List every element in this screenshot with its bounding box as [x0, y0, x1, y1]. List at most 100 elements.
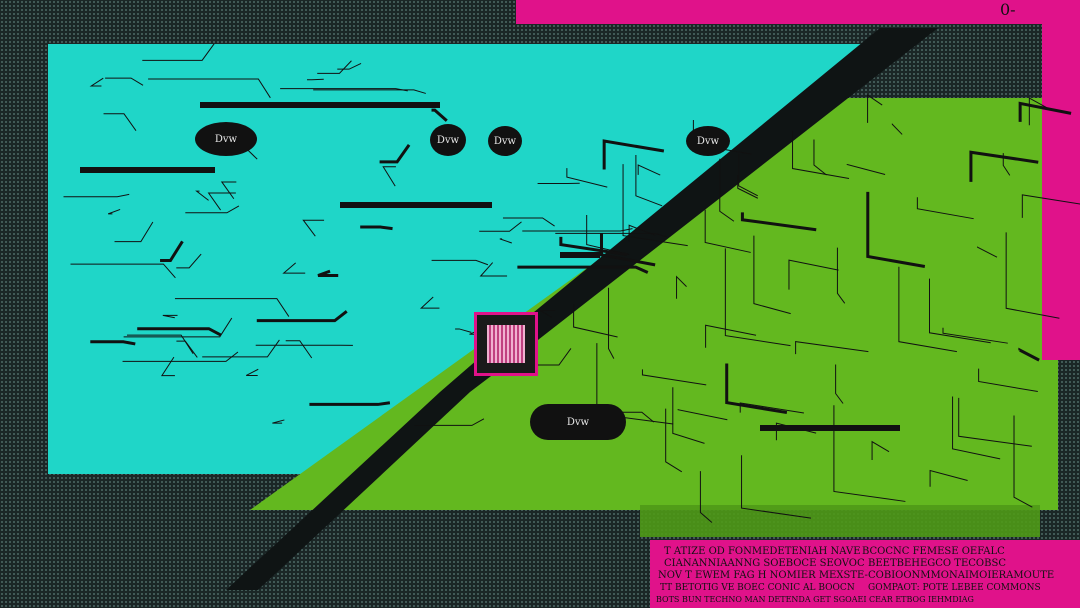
trace — [1028, 97, 1048, 126]
trace — [1018, 347, 1040, 362]
trace — [741, 455, 812, 519]
trace — [502, 217, 555, 227]
trace — [272, 419, 285, 424]
trace — [1021, 194, 1080, 218]
trace — [676, 275, 687, 299]
trace — [635, 155, 663, 207]
trace — [788, 259, 839, 290]
trace — [942, 327, 1008, 344]
trace — [123, 317, 233, 338]
trace — [142, 43, 215, 61]
trace — [162, 314, 178, 319]
trace — [672, 387, 705, 444]
trace — [313, 89, 426, 94]
trace — [867, 94, 883, 123]
bottom-label-3a: NOV T EWEM FAG H NOMIER MEXSTE- — [658, 570, 868, 581]
trace — [866, 191, 926, 268]
trace — [891, 123, 903, 135]
magenta-bottom-block — [650, 540, 1080, 608]
trace — [107, 208, 121, 215]
trace — [599, 232, 656, 267]
node-top-left: Dvw — [195, 122, 257, 156]
trace — [725, 363, 788, 415]
bottom-label-4b: GOMPAOT: POTE LEBEE COMMONS — [868, 583, 1041, 593]
trace — [522, 228, 633, 232]
trace — [1005, 232, 1060, 319]
trace — [898, 266, 957, 353]
trace — [929, 469, 968, 487]
bottom-label-4a: TT BETOTIG VE BOEC CONIC AL BOOCN — [660, 583, 855, 593]
trace — [207, 192, 236, 211]
trace — [517, 265, 649, 274]
node-top-center-a: Dvw — [430, 124, 466, 156]
trace — [622, 164, 688, 247]
trace — [148, 78, 271, 99]
trace — [705, 324, 757, 348]
trace — [704, 209, 751, 253]
trace — [724, 248, 791, 347]
trace — [602, 139, 665, 170]
trace — [256, 310, 348, 323]
trace — [105, 77, 144, 86]
trace — [958, 397, 1032, 447]
bottom-label-2a: CIANANNIAANNG SOEBOCE SEOVOC — [664, 558, 865, 569]
top-right-label: 0- — [1000, 1, 1016, 19]
trace — [360, 225, 393, 231]
trace — [677, 409, 728, 421]
trace — [122, 351, 239, 362]
bottom-label-1b: BCOCNC FEMESE OEFALC — [862, 546, 1005, 557]
trace — [302, 219, 325, 237]
trace — [431, 259, 489, 266]
trace — [871, 440, 890, 461]
trace — [103, 113, 137, 131]
trace — [455, 328, 472, 333]
trace — [174, 298, 290, 317]
trace — [573, 303, 618, 338]
trace — [916, 197, 974, 220]
trace — [835, 364, 844, 404]
trace — [285, 340, 313, 359]
trace — [195, 190, 209, 201]
trace — [792, 130, 850, 180]
trace — [160, 356, 175, 377]
trace — [665, 408, 683, 473]
trace — [280, 88, 408, 92]
trace — [566, 168, 608, 188]
trace — [317, 60, 352, 74]
trace — [977, 246, 998, 258]
trace — [382, 166, 396, 187]
magenta-top-bar — [516, 0, 1080, 24]
trace — [1018, 101, 1072, 122]
trace — [795, 341, 869, 355]
chip-core — [487, 325, 525, 363]
trace — [127, 334, 194, 354]
trace — [555, 232, 667, 238]
trace — [317, 269, 339, 278]
trace — [737, 175, 759, 199]
trace — [1013, 415, 1033, 508]
trace — [538, 309, 556, 318]
trace — [379, 144, 411, 164]
trace — [952, 396, 1001, 460]
trace — [479, 262, 508, 277]
trace — [90, 340, 136, 346]
magenta-right-column — [1042, 0, 1080, 360]
trace — [753, 235, 791, 315]
bottom-label-2b: BEETBEHEGCO TECOBSC — [868, 558, 1006, 569]
trace — [220, 181, 237, 200]
trace — [185, 205, 240, 214]
node-top-right: Dvw — [686, 126, 730, 156]
trace — [89, 77, 104, 87]
trace — [160, 240, 184, 263]
trace — [1002, 153, 1011, 176]
node-top-center-b: Dvw — [488, 126, 522, 156]
green-lower-strip — [640, 505, 1040, 537]
trace — [137, 327, 222, 337]
trace — [63, 193, 130, 198]
bottom-label-1a: T ATIZE OD FONMEDETENIAH NAVE — [664, 546, 861, 557]
trace — [641, 369, 707, 386]
central-chip — [474, 312, 538, 376]
trace — [608, 287, 615, 359]
trace — [479, 221, 522, 232]
